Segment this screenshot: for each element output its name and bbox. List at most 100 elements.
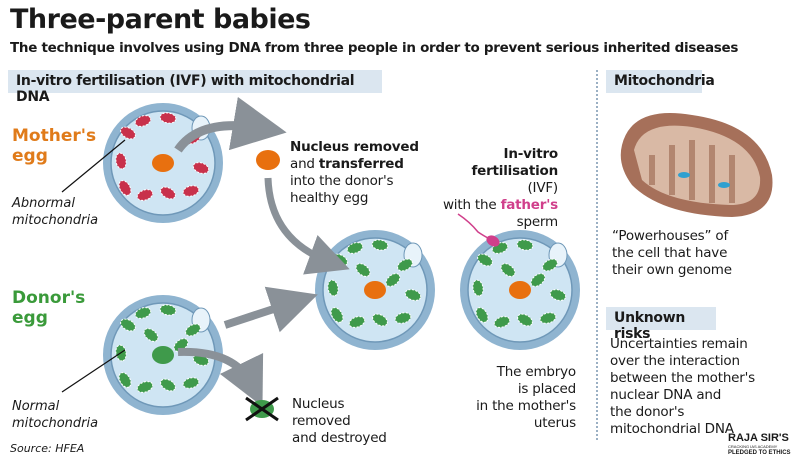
transfer-caption: Nucleus removed and transferred into the… <box>290 139 419 207</box>
mitochondrion <box>385 273 401 287</box>
mitochondrion <box>348 316 366 328</box>
caption-text: (IVF) <box>527 180 558 196</box>
nucleus <box>152 154 174 172</box>
caption-text: with the <box>442 197 501 213</box>
donor-label-line: Donor's <box>12 288 86 308</box>
donor-egg <box>103 295 223 415</box>
caption-line: in the mother's <box>476 398 576 414</box>
caption-line: uterus <box>533 415 576 431</box>
arrow-mother-to-nucleus <box>174 96 287 153</box>
caption-line: is placed <box>517 381 576 397</box>
caption-line: Nucleus <box>292 396 345 412</box>
embryo-egg <box>460 230 580 350</box>
logo-motto: PLEDGED TO ETHICS <box>728 450 791 456</box>
mitochondrion <box>327 279 339 297</box>
mitochondrion <box>330 307 344 323</box>
mitochondrion <box>517 313 533 327</box>
page-title: Three-parent babies <box>10 4 311 35</box>
destroyed-nucleus-icon <box>245 396 279 422</box>
mitochondrion <box>475 307 489 323</box>
mitochondrion <box>159 112 177 124</box>
description-line: their own genome <box>612 262 732 278</box>
caption-line: sperm <box>516 214 559 230</box>
mitochondrion <box>160 378 176 392</box>
mitochondrion <box>500 263 516 277</box>
caption-line: into the donor's <box>290 173 394 189</box>
mitochondrion <box>355 263 371 277</box>
pointer-abnormal <box>61 139 126 193</box>
mitochondrion <box>182 185 200 197</box>
caption-text: fertilisation <box>471 163 558 179</box>
pointer-normal <box>61 349 126 393</box>
description-line: mitochondrial DNA <box>610 421 734 437</box>
section-heading-risks: Unknown risks <box>606 307 716 342</box>
caption-line: The embryo <box>496 364 576 380</box>
nucleus <box>152 346 174 364</box>
ivf-caption: In-vitro fertilisation (IVF) with the fa… <box>440 146 558 231</box>
logo-name: RAJA SIR'S <box>728 432 789 444</box>
mitochondrion <box>118 372 132 388</box>
caption-text: transferred <box>318 156 404 172</box>
mother-label-line: Mother's <box>12 126 97 146</box>
normal-mitochondria-note: Normal mitochondria <box>12 398 98 432</box>
mitochondrion <box>192 162 210 174</box>
mitochondrion <box>397 258 413 272</box>
description-line: nuclear DNA and <box>610 387 722 403</box>
mitochondrion <box>346 242 364 254</box>
caption-line: Nucleus removed <box>290 139 419 155</box>
mitochondrion <box>516 239 534 251</box>
mitochondrion <box>472 279 484 297</box>
mother-label-line: egg <box>12 146 48 166</box>
description-line: Uncertainties remain <box>610 336 748 352</box>
abnormal-mitochondria-note: Abnormal mitochondria <box>12 195 98 229</box>
nucleus <box>364 281 386 299</box>
note-line: Normal <box>12 399 60 414</box>
mitochondrion <box>120 318 136 332</box>
mitochondrion <box>404 289 422 301</box>
father-highlight: father's <box>500 197 559 213</box>
page-subtitle: The technique involves using DNA from th… <box>10 40 739 56</box>
mitochondrion <box>493 316 511 328</box>
mitochondrion <box>159 304 177 316</box>
note-line: Abnormal <box>12 196 75 211</box>
mitochondrion <box>371 239 389 251</box>
mitochondrion <box>160 186 176 200</box>
risks-description: Uncertainties remain over the interactio… <box>610 336 755 438</box>
logo-tagline: CRACKING IAS ACADEMY <box>728 444 778 449</box>
description-line: between the mother's <box>610 370 755 386</box>
caption-line: In-vitro <box>503 146 559 162</box>
caption-line: and destroyed <box>292 430 387 446</box>
section-heading-mitochondria: Mitochondria <box>606 70 715 93</box>
sperm-icon <box>457 213 500 247</box>
mitochondrion <box>539 312 557 324</box>
note-line: mitochondria <box>12 416 99 431</box>
donor-label-line: egg <box>12 308 48 328</box>
mitochondrion <box>372 313 388 327</box>
mitochondrion <box>185 323 201 337</box>
mitochondrion <box>549 289 567 301</box>
academy-logo: RAJA SIR'S CRACKING IAS ACADEMY PLEDGED … <box>728 432 794 457</box>
donor-egg-label: Donor's egg <box>12 288 85 328</box>
arrow-nucleus-to-donor-egg <box>264 177 350 275</box>
arrow-donor-to-new-egg <box>223 286 318 333</box>
destroyed-caption: Nucleus removed and destroyed <box>292 396 387 447</box>
mitochondrion <box>542 258 558 272</box>
source-note: Source: HFEA <box>10 442 85 455</box>
reconstructed-egg <box>315 230 435 350</box>
description-line: over the interaction <box>610 353 740 369</box>
caption-line: removed <box>292 413 351 429</box>
description-line: the cell that have <box>612 245 728 261</box>
mitochondrion <box>118 180 132 196</box>
mitochondrion <box>477 253 493 267</box>
transferred-nucleus <box>256 150 280 170</box>
mitochondrion <box>120 126 136 140</box>
section-heading-ivf: In-vitro fertilisation (IVF) with mitoch… <box>8 70 382 105</box>
mother-egg <box>103 103 223 223</box>
caption-text: and <box>290 156 319 172</box>
mitochondrion <box>115 152 127 170</box>
mitochondrion <box>136 381 154 393</box>
caption-line: healthy egg <box>290 190 369 206</box>
column-divider <box>596 70 598 440</box>
mitochondrion <box>530 273 546 287</box>
